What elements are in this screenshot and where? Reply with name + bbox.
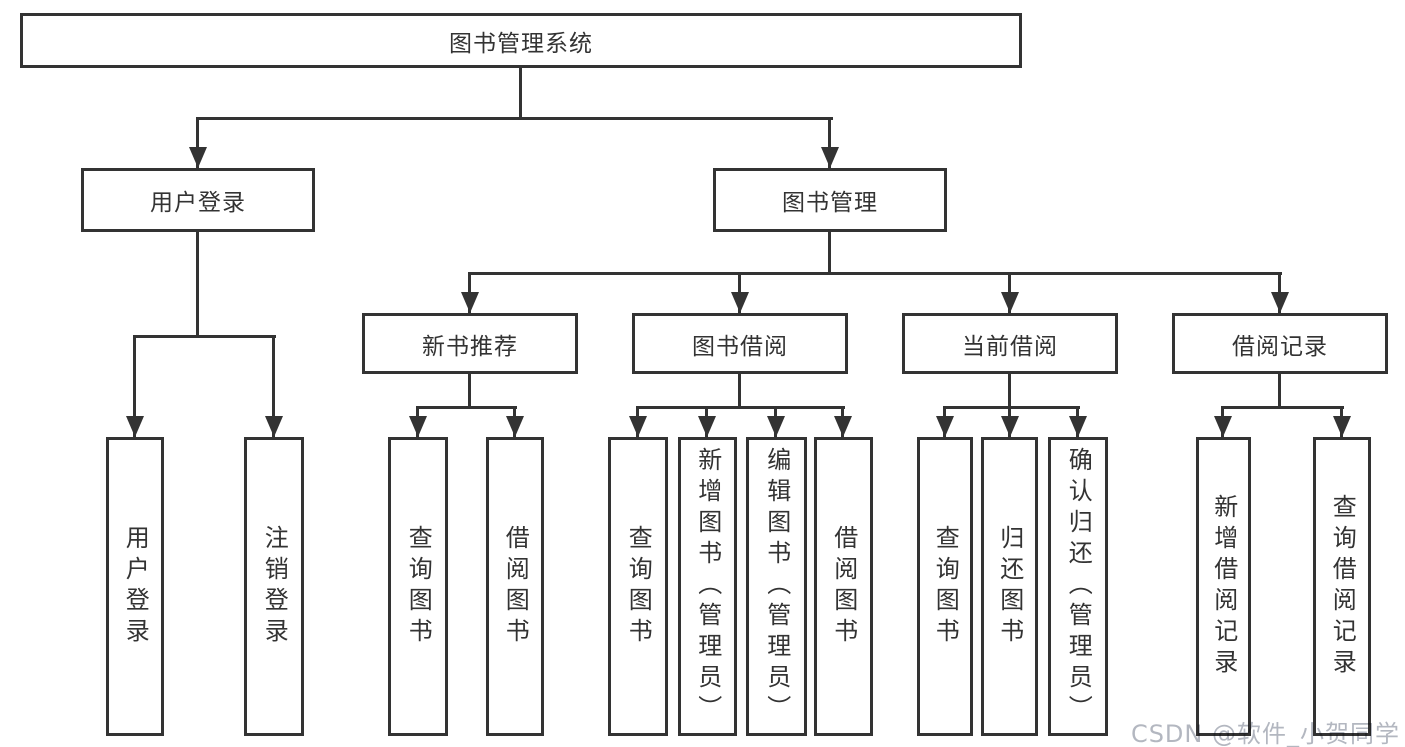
arrowhead-icon: [506, 416, 524, 437]
node-borrow-record: 借阅记录: [1172, 313, 1388, 374]
leaf-query-borrow-record: 查询借阅记录: [1313, 437, 1371, 736]
arrowhead-icon: [1271, 292, 1289, 313]
connector-vline: [1008, 374, 1011, 408]
node-library-management-system: 图书管理系统: [20, 13, 1022, 68]
node-user-login-group: 用户登录: [81, 168, 315, 232]
connector-vline: [468, 374, 471, 408]
arrowhead-icon: [265, 416, 283, 437]
connector-hline: [1221, 406, 1344, 409]
leaf-query-book-borrow: 查询图书: [608, 437, 668, 736]
arrowhead-icon: [409, 416, 427, 437]
leaf-borrow-book-recommend: 借阅图书: [486, 437, 544, 736]
arrowhead-icon: [461, 292, 479, 313]
arrowhead-icon: [698, 416, 716, 437]
connector-vline: [1278, 374, 1281, 408]
arrowhead-icon: [1333, 416, 1351, 437]
connector-vline: [196, 232, 199, 338]
leaf-edit-book-admin: 编辑图书（管理员）: [746, 437, 807, 736]
arrowhead-icon: [1214, 416, 1232, 437]
leaf-query-book-current: 查询图书: [917, 437, 973, 736]
arrowhead-icon: [731, 292, 749, 313]
arrowhead-icon: [1001, 292, 1019, 313]
node-current-borrow: 当前借阅: [902, 313, 1118, 374]
node-book-management-group: 图书管理: [713, 168, 947, 232]
arrowhead-icon: [629, 416, 647, 437]
leaf-confirm-return-admin: 确认归还（管理员）: [1048, 437, 1108, 736]
connector-hline: [416, 406, 517, 409]
arrowhead-icon: [1001, 416, 1019, 437]
connector-vline: [133, 335, 136, 437]
arrowhead-icon: [936, 416, 954, 437]
connector-hline: [196, 117, 833, 120]
connector-vline: [738, 374, 741, 408]
connector-vline: [828, 117, 831, 168]
node-book-borrow: 图书借阅: [632, 313, 848, 374]
arrowhead-icon: [126, 416, 144, 437]
connector-vline: [272, 335, 275, 437]
leaf-user-login: 用户登录: [106, 437, 164, 736]
connector-vline: [196, 117, 199, 168]
arrowhead-icon: [834, 416, 852, 437]
leaf-borrow-book: 借阅图书: [814, 437, 873, 736]
leaf-return-book: 归还图书: [981, 437, 1038, 736]
connector-hline: [636, 406, 845, 409]
arrowhead-icon: [821, 147, 839, 168]
node-new-book-recommend: 新书推荐: [362, 313, 578, 374]
arrowhead-icon: [1069, 416, 1087, 437]
arrowhead-icon: [189, 147, 207, 168]
connector-vline: [828, 232, 831, 275]
leaf-add-borrow-record: 新增借阅记录: [1196, 437, 1251, 736]
connector-vline: [519, 68, 522, 119]
leaf-query-book-recommend: 查询图书: [388, 437, 448, 736]
connector-hline: [468, 272, 1282, 275]
arrowhead-icon: [767, 416, 785, 437]
csdn-watermark: CSDN @软件_小贺同学: [1130, 720, 1400, 747]
connector-hline: [943, 406, 1080, 409]
leaf-add-book-admin: 新增图书（管理员）: [678, 437, 737, 736]
leaf-logout: 注销登录: [244, 437, 304, 736]
connector-hline: [133, 335, 276, 338]
